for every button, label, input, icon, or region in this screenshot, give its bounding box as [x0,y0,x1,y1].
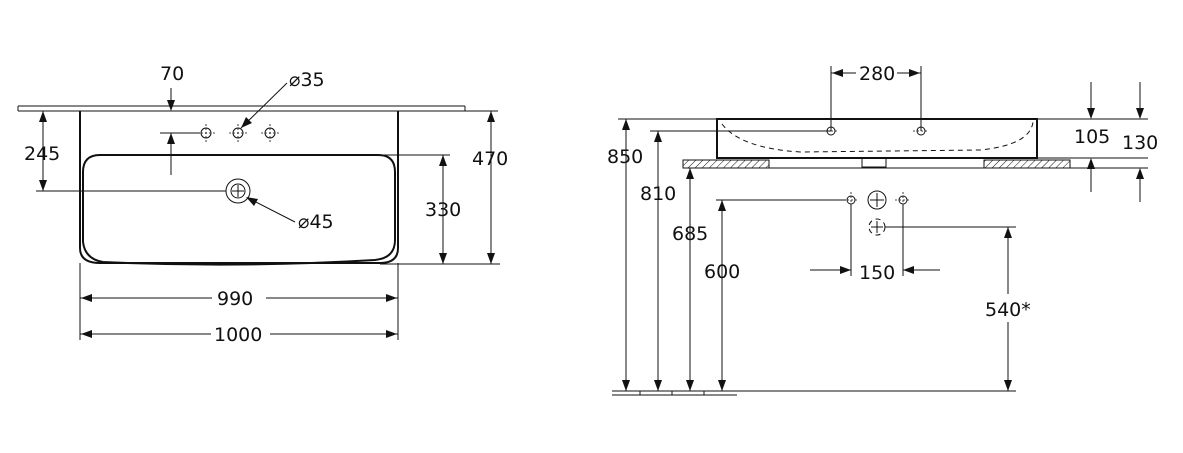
dim-330-label: 330 [425,199,461,221]
dim-685-label: 685 [672,223,708,245]
dim-810-label: 810 [640,183,676,205]
dim-1000-label: 1000 [214,324,262,346]
dim-70-label: 70 [160,63,184,85]
countertop-right [983,159,1071,169]
dim-105: 105 [1037,82,1148,192]
tap-hole-right [261,124,279,142]
dim-105-label: 105 [1074,126,1110,148]
dim-dia35: ⌀35 [240,69,325,129]
wall-strip [17,105,466,112]
drain-stub [861,158,887,168]
tap-hole-center [229,124,247,142]
plan-view: 70 ⌀35 245 ⌀45 330 [17,63,508,346]
dim-330: 330 [378,154,500,265]
dim-130-label: 130 [1122,132,1158,154]
dim-dia45-label: ⌀45 [298,211,334,233]
drain [225,178,251,204]
dim-990-label: 990 [217,288,253,310]
trap-outlet [868,218,886,236]
dim-540: 540* [700,226,1031,392]
dim-70: 70 [160,63,200,175]
dim-1000: 1000 [80,324,398,346]
dim-130: 130 [1122,82,1158,202]
bowl-outline [82,154,396,266]
basin-side-outline [716,118,1038,159]
tap-hole-left [197,124,215,142]
dim-280-label: 280 [859,63,895,85]
dim-150: 150 [810,205,940,284]
dim-280: 280 [830,63,922,131]
countertop-left [682,159,770,169]
dim-600-label: 600 [704,261,740,283]
dim-dia35-label: ⌀35 [289,69,325,91]
outlet-main [867,190,887,210]
bowl-hidden-line [721,121,1034,153]
basin-outline [79,111,399,264]
dim-150-label: 150 [859,262,895,284]
side-view: 280 150 [607,63,1158,396]
dim-540-label: 540* [985,299,1031,321]
floor-line [612,390,737,396]
dim-990: 990 [79,263,399,340]
dim-850: 850 [607,118,717,391]
dim-685: 685 [672,168,708,391]
dim-dia45: ⌀45 [246,197,334,233]
dim-245-label: 245 [24,143,60,165]
dim-470-label: 470 [472,148,508,170]
dim-810: 810 [640,130,831,391]
dim-470: 470 [398,110,508,264]
dim-600: 600 [704,199,846,391]
dim-245: 245 [24,111,226,192]
dim-850-label: 850 [607,146,643,168]
